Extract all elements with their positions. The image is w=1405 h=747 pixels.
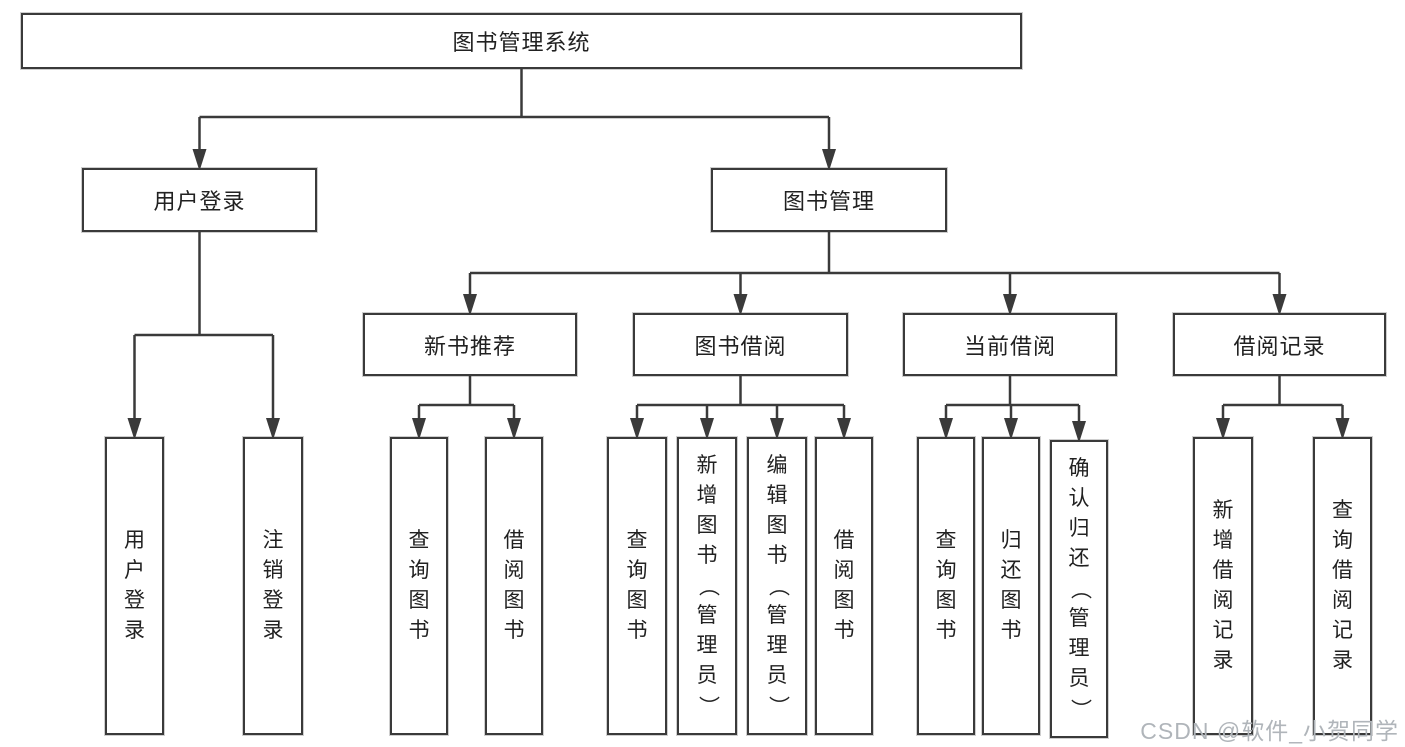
- node-label-char: 新: [696, 454, 718, 477]
- node-label-char: 还: [1068, 547, 1090, 570]
- node-leaf-logout: 注销登录: [243, 437, 303, 735]
- node-label-char: 询: [935, 559, 957, 582]
- node-label-char: 借: [833, 529, 855, 552]
- node-label-char: 编: [766, 454, 788, 477]
- node-current-borrow: 当前借阅: [903, 313, 1117, 376]
- node-label: 当前借阅: [963, 333, 1056, 359]
- node-label-char: 书: [766, 544, 788, 567]
- node-borrow-record: 借阅记录: [1173, 313, 1386, 376]
- node-label-char: 员: [1068, 667, 1090, 690]
- node-label-char: 书: [503, 619, 525, 642]
- node-label-char: 管: [766, 604, 788, 627]
- node-label-char: 理: [766, 634, 788, 657]
- node-label-char: （: [696, 575, 719, 597]
- node-leaf-query-record: 查询借阅记录: [1313, 437, 1372, 735]
- node-label-char: 查: [1332, 499, 1353, 522]
- node-leaf-edit-book: 编辑图书 （ 管理员 ）: [747, 437, 807, 735]
- node-leaf-add-record: 新增借阅记录: [1193, 437, 1253, 735]
- node-label: 借阅记录: [1233, 333, 1326, 359]
- node-label-char: 借: [1332, 559, 1353, 582]
- node-label: 用户登录: [153, 189, 246, 214]
- node-label: 图书管理: [782, 189, 875, 214]
- node-label-char: 书: [626, 619, 648, 642]
- node-label-char: （: [766, 575, 789, 597]
- node-label-char: 新: [1212, 499, 1234, 522]
- node-leaf-user-login: 用户登录: [105, 437, 164, 735]
- node-label-char: 员: [766, 664, 788, 687]
- node-user-login: 用户登录: [82, 168, 317, 232]
- node-label-char: 销: [262, 559, 284, 582]
- node-label-char: 查: [935, 529, 957, 552]
- node-label-char: ）: [766, 695, 789, 717]
- node-label-char: 还: [1000, 559, 1022, 582]
- node-label: 图书借阅: [694, 333, 787, 359]
- node-label-char: 录: [124, 619, 145, 642]
- node-label-char: 户: [124, 559, 145, 582]
- node-label-char: 阅: [1212, 589, 1234, 612]
- node-label-char: 增: [696, 484, 718, 507]
- node-label-char: 询: [1332, 529, 1353, 552]
- node-label-char: 员: [696, 664, 718, 687]
- node-label-char: 书: [833, 619, 855, 642]
- node-label: 图书管理系统: [452, 30, 591, 55]
- node-label-char: 图: [503, 589, 525, 612]
- node-label-char: 录: [262, 619, 284, 642]
- node-label-char: 阅: [1332, 589, 1353, 612]
- node-label-char: 阅: [503, 559, 525, 582]
- node-label-char: 用: [124, 529, 145, 552]
- node-label-char: ）: [1068, 698, 1091, 720]
- node-leaf-borrow-book-1: 借阅图书: [485, 437, 543, 735]
- node-label-char: 图: [408, 589, 430, 612]
- node-label-char: 书: [1000, 619, 1022, 642]
- node-leaf-query-book-1: 查询图书: [390, 437, 448, 735]
- node-label-char: 录: [1332, 649, 1353, 672]
- node-leaf-query-book-3: 查询图书: [917, 437, 975, 735]
- node-label-char: 图: [1000, 589, 1022, 612]
- node-label-char: 理: [1068, 637, 1090, 660]
- node-label-char: 书: [935, 619, 957, 642]
- node-leaf-add-book: 新增图书 （ 管理员 ）: [677, 437, 737, 735]
- node-label-char: 询: [626, 559, 648, 582]
- node-label-char: 注: [262, 529, 284, 552]
- node-label-char: 查: [408, 529, 430, 552]
- node-label-char: 图: [626, 589, 648, 612]
- watermark: CSDN @软件_小贺同学: [1140, 718, 1399, 744]
- node-label-char: 记: [1212, 619, 1234, 642]
- node-label-char: 增: [1212, 529, 1234, 552]
- node-label-char: 询: [408, 559, 430, 582]
- node-label: 新书推荐: [423, 333, 516, 359]
- node-label-char: 归: [1068, 517, 1090, 540]
- node-label-char: 记: [1332, 619, 1353, 642]
- node-label-char: 录: [1212, 649, 1234, 672]
- node-label-char: 图: [696, 514, 718, 537]
- node-label-char: 管: [696, 604, 718, 627]
- node-label-char: 管: [1068, 607, 1090, 630]
- node-label-char: 查: [626, 529, 648, 552]
- node-label-char: 归: [1000, 529, 1022, 552]
- node-label-char: ）: [696, 695, 719, 717]
- node-label-char: 图: [935, 589, 957, 612]
- node-label-char: 书: [696, 544, 718, 567]
- node-label-char: 借: [503, 529, 525, 552]
- node-label-char: 登: [262, 589, 284, 612]
- node-label-char: 理: [696, 634, 718, 657]
- node-label-char: 借: [1212, 559, 1234, 582]
- node-new-book-rec: 新书推荐: [363, 313, 577, 376]
- node-label-char: 阅: [833, 559, 855, 582]
- node-book-mgmt: 图书管理: [711, 168, 947, 232]
- node-leaf-borrow-book-2: 借阅图书: [815, 437, 873, 735]
- node-book-borrow: 图书借阅: [633, 313, 848, 376]
- node-leaf-query-book-2: 查询图书: [607, 437, 667, 735]
- node-leaf-return-book: 归还图书: [982, 437, 1040, 735]
- node-label-char: 图: [833, 589, 855, 612]
- node-root: 图书管理系统: [21, 13, 1022, 69]
- node-label-char: 辑: [766, 484, 788, 507]
- node-label-char: （: [1068, 578, 1091, 600]
- node-label-char: 认: [1068, 487, 1090, 510]
- node-label-char: 图: [766, 514, 788, 537]
- node-label-char: 确: [1068, 457, 1090, 480]
- node-label-char: 书: [408, 619, 430, 642]
- node-label-char: 登: [124, 589, 145, 612]
- node-leaf-confirm-return: 确认归还 （ 管理员 ）: [1050, 440, 1108, 738]
